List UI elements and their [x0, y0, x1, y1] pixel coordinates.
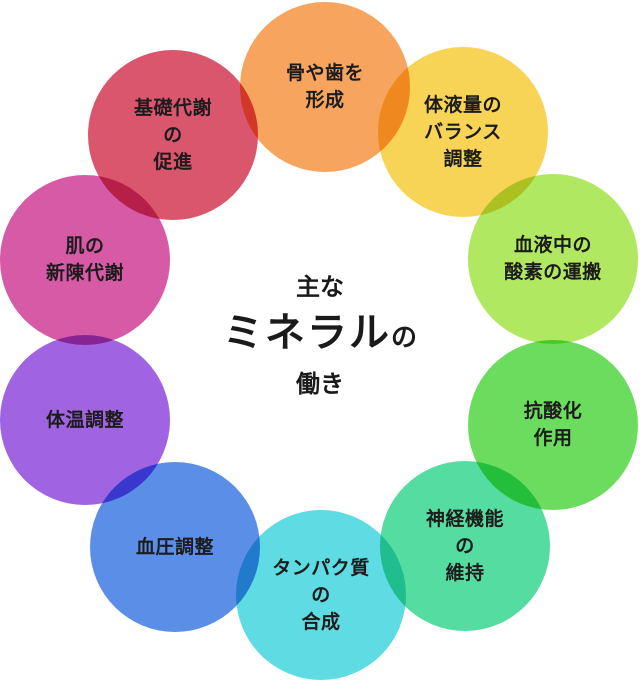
function-label: 血圧調整	[135, 535, 214, 558]
function-circle-protein: タンパク質 の 合成	[236, 510, 406, 680]
function-label: 骨や歯を 形成	[285, 62, 364, 111]
function-label: 体温調整	[45, 408, 124, 431]
function-label: 基礎代謝 の 促進	[133, 96, 212, 173]
function-circle-body-temperature: 体温調整	[0, 335, 170, 505]
center-title-particle: の	[390, 323, 417, 353]
center-title-mineral: ミネラル	[222, 310, 391, 356]
center-title: 主な ミネラルの 働き	[170, 270, 470, 430]
center-title-line1: 主な	[296, 273, 344, 301]
function-label: 血液中の 酸素の運搬	[504, 234, 602, 283]
function-circle-nerve: 神経機能 の 維持	[380, 461, 550, 631]
function-circle-oxygen-transport: 血液中の 酸素の運搬	[468, 174, 638, 344]
function-circle-bone-teeth: 骨や歯を 形成	[240, 2, 410, 172]
function-circle-basal-metabolism: 基礎代謝 の 促進	[88, 50, 258, 220]
function-label: タンパク質 の 合成	[272, 556, 370, 633]
center-title-line2: ミネラルの	[170, 304, 470, 367]
function-label: 体液量の バランス 調整	[423, 93, 502, 170]
function-label: 神経機能 の 維持	[425, 507, 504, 584]
function-label: 肌の 新陳代謝	[45, 235, 124, 284]
center-title-line3: 働き	[296, 370, 344, 398]
function-label: 抗酸化 作用	[523, 400, 583, 449]
